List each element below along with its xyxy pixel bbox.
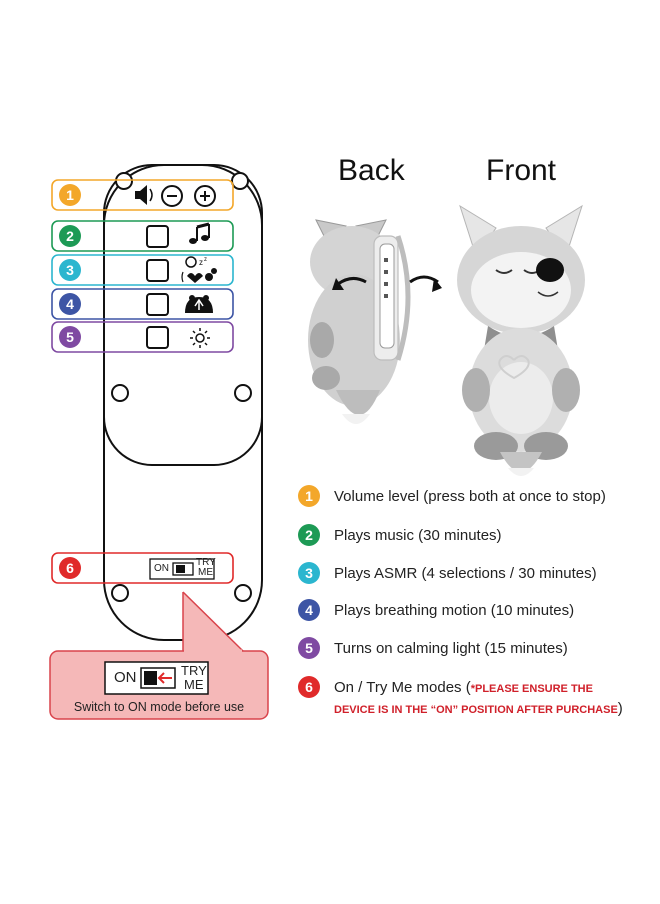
callout-try-label: TRY	[181, 663, 207, 678]
legend-number-5: 5	[298, 637, 320, 659]
screw-hole	[234, 384, 252, 402]
remote-number-1: 1	[59, 184, 81, 206]
minus-icon	[161, 185, 183, 207]
legend-item-6-continued: DEVICE IS IN THE “ON” POSITION AFTER PUR…	[334, 700, 623, 717]
legend-item-1: 1 Volume level (press both at once to st…	[298, 484, 606, 508]
front-view-title: Front	[486, 154, 557, 187]
highlight-box-6	[51, 552, 234, 584]
remote-switch-try-label: TRY	[196, 557, 216, 568]
arrow-left-icon	[157, 672, 172, 684]
remote-number-5: 5	[59, 326, 81, 348]
breathing-button	[146, 293, 169, 316]
legend-warning-line-2: DEVICE IS IN THE “ON” POSITION AFTER PUR…	[334, 704, 618, 716]
music-button	[146, 225, 169, 248]
remote-switch-on-label: ON	[154, 563, 169, 574]
legend-item-6: 6 On / Try Me modes (*PLEASE ENSURE THE	[298, 675, 593, 699]
svg-text:z: z	[199, 258, 203, 267]
legend-number-4: 4	[298, 599, 320, 621]
screw-hole	[231, 172, 249, 190]
plush-back-image	[308, 219, 442, 424]
legend-item-2: 2 Plays music (30 minutes)	[298, 523, 502, 547]
control-panel-outline	[103, 164, 263, 466]
screw-hole	[115, 172, 133, 190]
asmr-icon: z z	[181, 256, 217, 283]
legend-text-2: Plays music (30 minutes)	[334, 526, 502, 544]
svg-text:z: z	[204, 257, 207, 263]
callout-on-label: ON	[114, 669, 137, 686]
back-view-title: Back	[338, 154, 405, 187]
remote-number-2: 2	[59, 225, 81, 247]
screw-hole	[234, 584, 252, 602]
legend-text-4: Plays breathing motion (10 minutes)	[334, 601, 575, 619]
callout-me-label: ME	[184, 677, 204, 692]
legend-text-6: On / Try Me modes (*PLEASE ENSURE THE	[334, 679, 593, 696]
legend-text-1: Volume level (press both at once to stop…	[334, 487, 606, 505]
music-note-icon	[189, 222, 210, 244]
legend-close-paren: )	[617, 700, 623, 717]
legend-number-2: 2	[298, 524, 320, 546]
speaker-icon	[135, 185, 153, 205]
light-button	[146, 326, 169, 349]
legend-number-1: 1	[298, 485, 320, 507]
screw-hole	[111, 384, 129, 402]
legend-item-5: 5 Turns on calming light (15 minutes)	[298, 636, 568, 660]
highlight-box-4	[51, 288, 234, 320]
asmr-button	[146, 259, 169, 282]
remote-number-4: 4	[59, 293, 81, 315]
plus-icon	[194, 185, 216, 207]
screw-hole	[111, 584, 129, 602]
breathing-icon	[185, 295, 213, 313]
highlight-box-3	[51, 254, 234, 286]
legend-warning-line-1: *PLEASE ENSURE THE	[470, 682, 593, 695]
remote-switch-me-label: ME	[198, 567, 213, 578]
highlight-box-2	[51, 220, 234, 252]
legend-text-5: Turns on calming light (15 minutes)	[334, 639, 568, 657]
remote-number-6: 6	[59, 557, 81, 579]
legend-item-3: 3 Plays ASMR (4 selections / 30 minutes)	[298, 561, 597, 585]
plush-illustrations	[308, 204, 585, 476]
legend-text-3: Plays ASMR (4 selections / 30 minutes)	[334, 564, 597, 582]
remote-number-3: 3	[59, 259, 81, 281]
plush-front-image	[457, 204, 585, 476]
legend-item-4: 4 Plays breathing motion (10 minutes)	[298, 598, 574, 622]
remote-mode-switch	[149, 558, 215, 580]
legend-number-6: 6	[298, 676, 320, 698]
callout-caption: Switch to ON mode before use	[73, 700, 245, 714]
highlight-box-1	[51, 179, 234, 211]
legend-number-3: 3	[298, 562, 320, 584]
light-icon	[190, 328, 210, 348]
highlight-box-5	[51, 321, 234, 353]
legend-text-6-main: On / Try Me modes (	[334, 678, 471, 696]
